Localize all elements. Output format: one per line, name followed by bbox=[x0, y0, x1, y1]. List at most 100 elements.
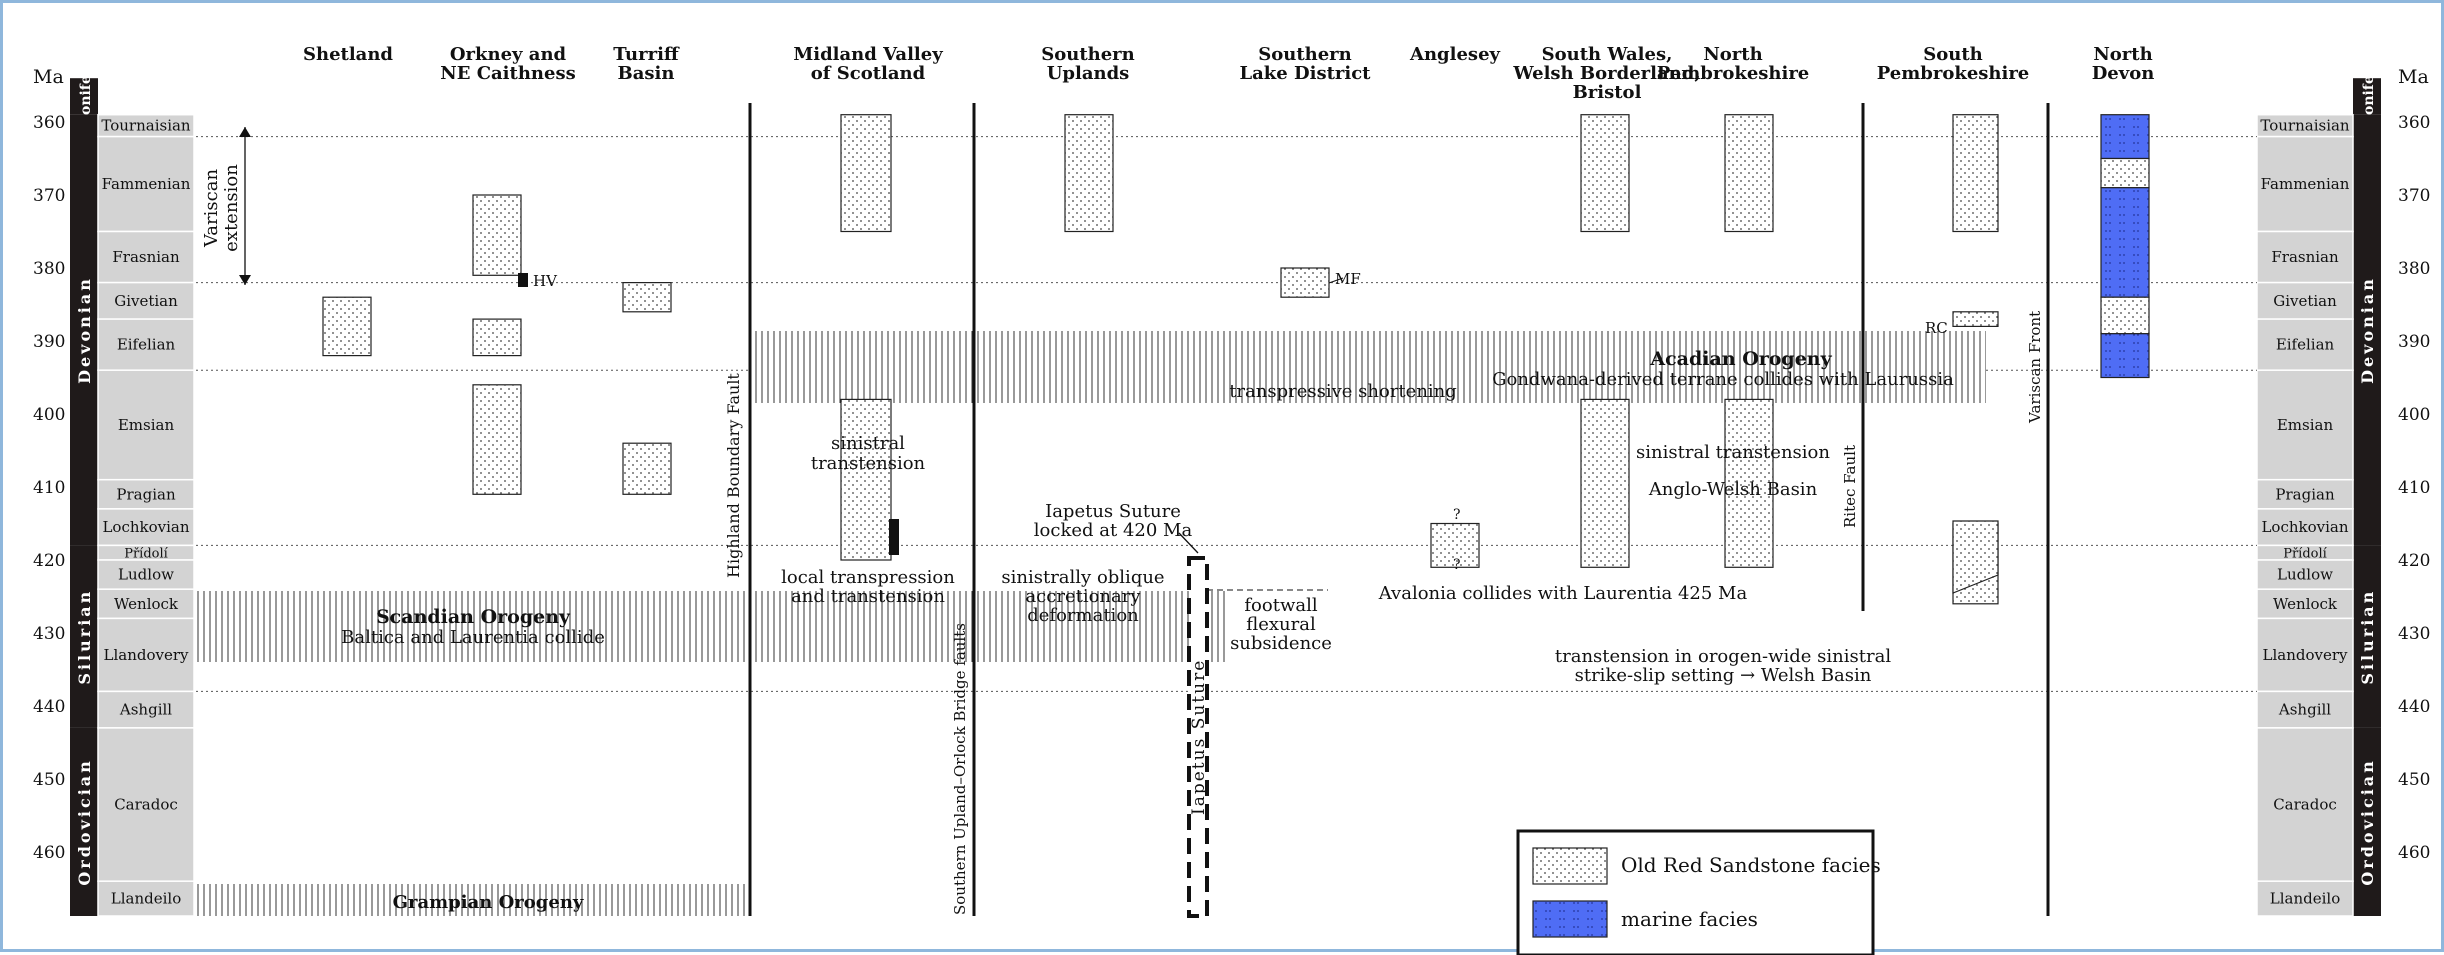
stage-cell bbox=[97, 508, 195, 547]
ors-deposit bbox=[472, 384, 522, 495]
tick-label: 420 bbox=[2398, 551, 2430, 571]
annotation-line: transtension bbox=[811, 453, 926, 474]
scandian-orogeny-subtitle: Baltica and Laurentia collide bbox=[341, 627, 605, 648]
system-bar-segment bbox=[70, 78, 98, 115]
stage-cell bbox=[2256, 690, 2354, 729]
stage-label: Lochkovian bbox=[2261, 518, 2348, 536]
tick-label: 410 bbox=[2398, 478, 2430, 498]
grampian-orogeny-label: Grampian Orogeny bbox=[393, 892, 584, 913]
ritec-fault-label: Ritec Fault bbox=[1841, 445, 1859, 528]
system-label: Silurian bbox=[2358, 589, 2377, 685]
stage-cell bbox=[97, 588, 195, 620]
sinistral-transtension-north-label: sinistral transtension bbox=[1636, 442, 1830, 463]
stage-cell bbox=[97, 690, 195, 729]
tick-label: 380 bbox=[33, 259, 65, 279]
stage-label: Ashgill bbox=[119, 701, 172, 719]
stage-cell bbox=[2256, 135, 2354, 233]
column-header-line: Uplands bbox=[1047, 63, 1130, 84]
stage-label: Givetian bbox=[2273, 292, 2337, 310]
annotation-line: and transtension bbox=[791, 586, 945, 607]
transpressive-shortening-label: transpressive shortening bbox=[1229, 381, 1457, 402]
ors-deposit bbox=[622, 282, 672, 313]
column-header-line: Southern bbox=[1258, 44, 1352, 65]
tick-label: 460 bbox=[2398, 843, 2430, 863]
tick-label: 410 bbox=[33, 478, 65, 498]
stage-label: Ludlow bbox=[118, 566, 174, 584]
column-header-line: NE Caithness bbox=[440, 63, 575, 84]
ors-deposit bbox=[1580, 114, 1630, 233]
tick-label: 370 bbox=[33, 186, 65, 206]
column-header-line: of Scotland bbox=[811, 63, 926, 84]
ors-deposit bbox=[840, 398, 892, 561]
tick-label: 360 bbox=[2398, 113, 2430, 133]
stage-label: Pragian bbox=[2275, 485, 2335, 503]
column-header-line: Devon bbox=[2092, 63, 2155, 84]
tick-label: 380 bbox=[2398, 259, 2430, 279]
annotation-line: sinistrally oblique bbox=[1001, 567, 1164, 588]
stage-cell bbox=[97, 135, 195, 233]
stage-cell bbox=[97, 369, 195, 481]
scandian-orogeny-band bbox=[196, 591, 1226, 662]
system-label: Ordovician bbox=[75, 758, 94, 885]
column-header-line: Pembrokeshire bbox=[1877, 63, 2030, 84]
old-red-sandstone-deposits bbox=[322, 114, 1999, 605]
tick-label: 430 bbox=[2398, 624, 2430, 644]
legend-label-ors: Old Red Sandstone facies bbox=[1621, 853, 1881, 877]
stage-cell bbox=[97, 880, 195, 917]
tick-label: 400 bbox=[33, 405, 65, 425]
system-label: Devonian bbox=[2358, 276, 2377, 384]
ors-deposit bbox=[1952, 114, 1999, 233]
ors-deposit bbox=[1724, 114, 1774, 233]
tick-label: 390 bbox=[2398, 332, 2430, 352]
column-header-line: Pembrokeshire bbox=[1657, 63, 1810, 84]
annotation-line: local transpression bbox=[781, 567, 955, 588]
ors-deposit bbox=[472, 318, 522, 357]
iapetus-suture-zone bbox=[1187, 556, 1209, 918]
stage-label: Llandovery bbox=[2263, 646, 2349, 664]
annotation-line: locked at 420 Ma bbox=[1034, 520, 1193, 541]
ors-deposit bbox=[1280, 267, 1330, 298]
stage-label: Eifelian bbox=[2276, 336, 2335, 354]
tick-label: 370 bbox=[2398, 186, 2430, 206]
stage-label: Llandeilo bbox=[2270, 890, 2340, 908]
devon-facies-segment bbox=[2100, 333, 2150, 379]
column-header-line: South bbox=[1923, 44, 1983, 65]
column-header-line: Anglesey bbox=[1409, 44, 1501, 65]
mf-label: MF bbox=[1335, 270, 1361, 288]
tick-label: 430 bbox=[33, 624, 65, 644]
stage-label: Caradoc bbox=[114, 796, 178, 814]
stage-label: Tournaisian bbox=[2260, 117, 2350, 135]
annotation-line: strike-slip setting → Welsh Basin bbox=[1575, 665, 1872, 686]
stage-label: Wenlock bbox=[2273, 595, 2338, 613]
stage-label: Wenlock bbox=[114, 595, 179, 613]
legend-label-marine: marine facies bbox=[1621, 907, 1758, 931]
stage-column-left: TournaisianFammenianFrasnianGivetianEife… bbox=[97, 113, 195, 917]
ors-deposit bbox=[472, 194, 522, 276]
iapetus-leader bbox=[1178, 532, 1199, 554]
north-devon-sequence bbox=[2100, 114, 2150, 379]
system-label: Silurian bbox=[75, 589, 94, 685]
stage-cell bbox=[2256, 508, 2354, 547]
tick-label: 450 bbox=[2398, 770, 2430, 790]
variscan-front-label: Variscan Front bbox=[2026, 311, 2044, 424]
stage-cell bbox=[97, 559, 195, 590]
tick-label: 420 bbox=[33, 551, 65, 571]
system-bar-segment bbox=[70, 545, 98, 728]
system-bar-segment bbox=[70, 727, 98, 916]
variscan-extension-line: Variscan bbox=[201, 169, 222, 248]
legend-swatch-marine bbox=[1532, 900, 1608, 938]
acadian-orogeny-title: Acadian Orogeny bbox=[1649, 348, 1832, 370]
annotation-line: transtension in orogen-wide sinistral bbox=[1555, 646, 1891, 667]
stage-label: Přídolí bbox=[2283, 547, 2327, 562]
stage-cell bbox=[2256, 880, 2354, 917]
stage-cell bbox=[2256, 727, 2354, 882]
rc-label: RC bbox=[1925, 319, 1948, 337]
stage-label: Llandeilo bbox=[111, 890, 181, 908]
stage-cell bbox=[97, 727, 195, 882]
